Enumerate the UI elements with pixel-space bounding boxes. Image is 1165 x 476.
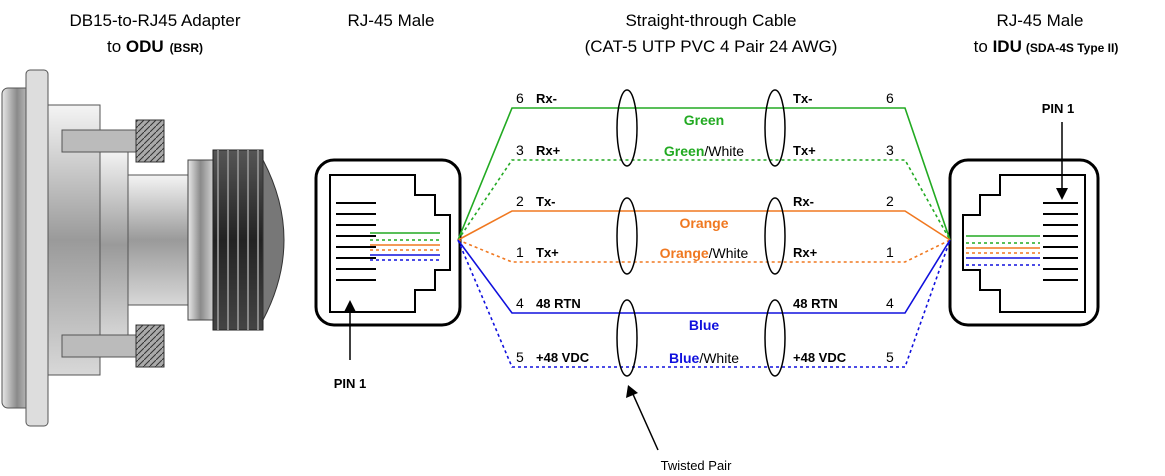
signal-left: Rx- xyxy=(536,91,557,106)
header-rj45-right: RJ-45 Male to IDU(SDA-4S Type II) xyxy=(974,11,1119,56)
wire-pin-1: 1 Tx+ Rx+ 1 Orange/White xyxy=(370,239,1040,263)
pin-number-right: 5 xyxy=(886,349,894,365)
pin-number-right: 2 xyxy=(886,193,894,209)
adapter-title: DB15-to-RJ45 Adapter xyxy=(69,11,240,30)
pin-number-left: 5 xyxy=(516,349,524,365)
pin1-right-label: PIN 1 xyxy=(1042,101,1075,116)
pin-number-right: 4 xyxy=(886,295,894,311)
pin-number-left: 6 xyxy=(516,90,524,106)
twisted-pair-markers xyxy=(616,89,786,377)
wire-pin-3: 3 Rx+ Tx+ 3 Green/White xyxy=(370,142,1040,244)
rj45-right-title: RJ-45 Male xyxy=(997,11,1084,30)
rj45-right-contacts xyxy=(1043,202,1078,281)
twisted-pair-label: Twisted Pair xyxy=(661,458,732,473)
pair-ellipse-right-1 xyxy=(764,89,786,167)
signal-right: Rx- xyxy=(793,194,814,209)
signal-left: Tx+ xyxy=(536,245,559,260)
pin-number-right: 1 xyxy=(886,244,894,260)
pin1-left-label: PIN 1 xyxy=(334,376,367,391)
pin-number-right: 6 xyxy=(886,90,894,106)
color-label-orange-white: Orange/White xyxy=(660,245,749,261)
wire-line xyxy=(457,239,951,314)
header-cable: Straight-through Cable (CAT-5 UTP PVC 4 … xyxy=(585,11,838,56)
pin-number-right: 3 xyxy=(886,142,894,158)
pin-number-left: 2 xyxy=(516,193,524,209)
wire-line xyxy=(457,159,951,241)
pin-number-left: 4 xyxy=(516,295,524,311)
rj45-left-contacts xyxy=(336,202,376,281)
color-label-blue: Blue xyxy=(689,317,720,333)
signal-right: 48 RTN xyxy=(793,296,838,311)
signal-left: +48 VDC xyxy=(536,350,590,365)
pin-number-left: 3 xyxy=(516,142,524,158)
rj45-left-connector xyxy=(314,158,462,327)
signal-right: Tx+ xyxy=(793,143,816,158)
adapter-illustration xyxy=(1,69,285,427)
signal-right: +48 VDC xyxy=(793,350,847,365)
header-adapter: DB15-to-RJ45 Adapter to ODU(BSR) xyxy=(69,11,240,56)
color-label-green-white: Green/White xyxy=(664,143,744,159)
signal-left: 48 RTN xyxy=(536,296,581,311)
pair-ellipse-left-3 xyxy=(616,299,638,377)
pin1-right-callout: PIN 1 xyxy=(1042,101,1075,200)
cable-title: Straight-through Cable xyxy=(625,11,796,30)
rj45-right-connector xyxy=(948,158,1100,327)
wire-line xyxy=(457,239,951,263)
pin-number-left: 1 xyxy=(516,244,524,260)
pin1-left-callout: PIN 1 xyxy=(334,300,367,391)
wire-pin-5: 5 +48 VDC +48 VDC 5 Blue/White xyxy=(370,239,1040,368)
color-label-orange: Orange xyxy=(679,215,728,231)
rj45-right-subtitle: to IDU(SDA-4S Type II) xyxy=(974,37,1119,56)
pair-ellipse-left-1 xyxy=(616,89,638,167)
wire-line xyxy=(457,107,951,241)
signal-right: Tx- xyxy=(793,91,813,106)
signal-right: Rx+ xyxy=(793,245,818,260)
wire-line xyxy=(457,210,951,241)
color-label-green: Green xyxy=(684,112,724,128)
rj45-left-title: RJ-45 Male xyxy=(348,11,435,30)
pair-ellipse-right-2 xyxy=(764,197,786,275)
twisted-pair-callout: Twisted Pair xyxy=(626,385,732,473)
adapter-subtitle: to ODU(BSR) xyxy=(107,37,203,56)
signal-left: Tx- xyxy=(536,194,556,209)
color-label-blue-white: Blue/White xyxy=(669,350,739,366)
pair-ellipse-left-2 xyxy=(616,197,638,275)
pair-ellipse-right-3 xyxy=(764,299,786,377)
cable-spec: (CAT-5 UTP PVC 4 Pair 24 AWG) xyxy=(585,37,838,56)
signal-left: Rx+ xyxy=(536,143,561,158)
